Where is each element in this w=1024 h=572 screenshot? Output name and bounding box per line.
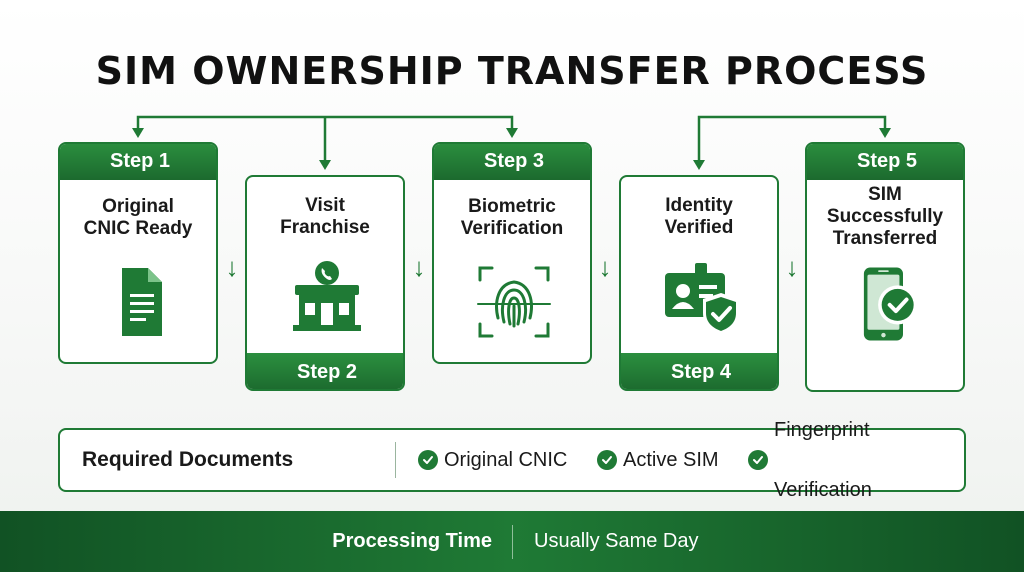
document-item: Active SIM (597, 430, 719, 490)
arrowhead-step3 (506, 128, 518, 138)
document-item-label: Original CNIC (444, 449, 568, 471)
step-card-1: Step 1 Original CNIC Ready (58, 142, 218, 364)
divider (395, 442, 396, 478)
document-item: Fingerprint Verification (748, 419, 964, 501)
processing-time-label: Processing Time (332, 530, 492, 552)
processing-time-footer: Processing Time Usually Same Day (0, 511, 1024, 572)
step-badge: Step 4 (621, 353, 777, 389)
step-card-2: Visit Franchise Step 2 (245, 175, 405, 391)
document-item: Original CNIC (418, 430, 567, 490)
fingerprint-icon (477, 266, 551, 338)
arrowhead-step5 (879, 128, 891, 138)
required-documents-panel: Required Documents Original CNIC Active … (58, 419, 966, 501)
document-icon (122, 268, 162, 336)
step-label: Visit Franchise (280, 195, 370, 238)
arrow-down-icon: ↓ (225, 252, 239, 282)
step-card-3: Step 3 Biometric Verification (432, 142, 592, 364)
arrowhead-step1 (132, 128, 144, 138)
arrow-down-icon: ↓ (412, 252, 426, 282)
step-badge: Step 3 (434, 144, 590, 180)
check-circle-icon (597, 450, 617, 470)
document-item-label: Active SIM (623, 449, 719, 471)
phone-check-icon (863, 267, 918, 341)
page-title: SIM OWNERSHIP TRANSFER PROCESS (95, 49, 929, 93)
connector-step4-step5 (697, 115, 887, 164)
step-label: Original CNIC Ready (83, 196, 193, 239)
arrowhead-step4 (693, 160, 705, 170)
step-card-4: Identity Verified Step 4 (619, 175, 779, 391)
check-circle-icon (748, 450, 768, 470)
arrow-down-icon: ↓ (598, 252, 612, 282)
required-documents-heading: Required Documents (82, 448, 294, 471)
step-label: SIM Successfully Transferred (826, 184, 944, 249)
document-item-label: Fingerprint Verification (774, 419, 872, 501)
storefront-icon (293, 261, 361, 331)
step-badge: Step 2 (247, 353, 403, 389)
arrow-down-icon: ↓ (785, 252, 799, 282)
step-badge: Step 5 (807, 144, 963, 180)
check-circle-icon (418, 450, 438, 470)
step-badge: Step 1 (60, 144, 216, 180)
id-card-shield-icon (665, 263, 739, 335)
step-card-5: Step 5 SIM Successfully Transferred (805, 142, 965, 392)
arrowhead-step2 (319, 160, 331, 170)
processing-time-value: Usually Same Day (534, 530, 699, 552)
step-label: Identity Verified (664, 195, 734, 238)
divider (512, 525, 513, 559)
step-label: Biometric Verification (460, 196, 564, 239)
